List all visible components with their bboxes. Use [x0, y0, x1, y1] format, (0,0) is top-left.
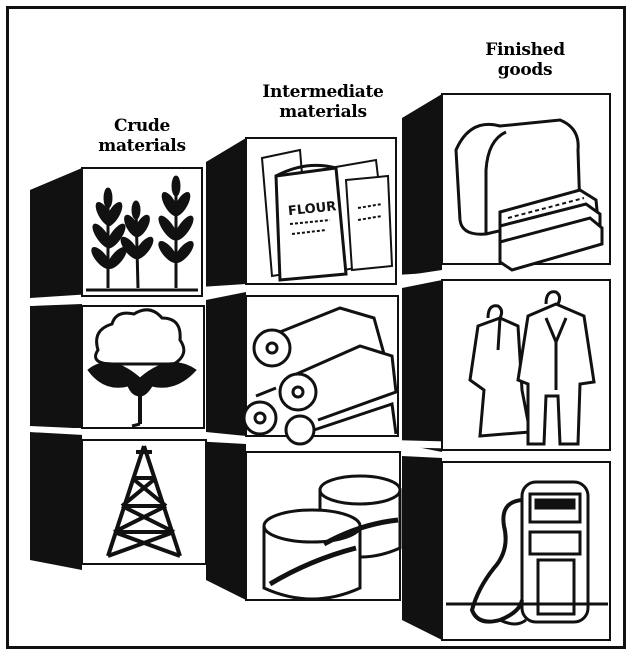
clothing-icon: [470, 292, 594, 444]
flour-sacks-icon: FLOUR: [262, 150, 392, 280]
